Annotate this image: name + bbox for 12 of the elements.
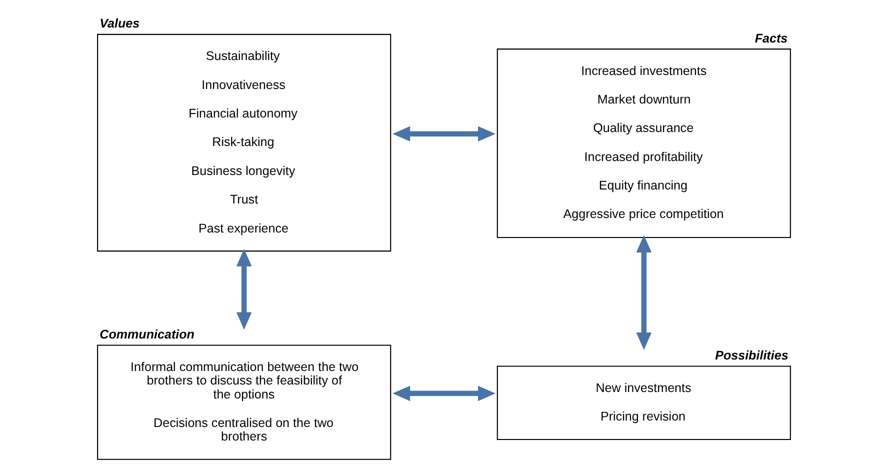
node-label: Communication (100, 328, 194, 342)
arrow (392, 126, 496, 142)
node-label: Possibilities (715, 348, 788, 363)
node-box: Increased investments Market downturn Quality assurance Increased profitability Equity financing Aggressive price competition (496, 48, 791, 238)
node-label: Values (100, 16, 140, 31)
arrow (392, 386, 496, 402)
node-box: Informal communication between the two brothers to discuss the feasibility of the options Decisions centralised on the two brothers (97, 344, 392, 460)
node-box: New investments Pricing revision (496, 366, 791, 440)
node-label: Facts (754, 31, 788, 46)
node-box: Sustainability Innovativeness Financial autonomy Risk-taking Business longevity Trust Past experience (97, 34, 392, 252)
arrow (236, 248, 252, 330)
arrow (636, 234, 652, 350)
